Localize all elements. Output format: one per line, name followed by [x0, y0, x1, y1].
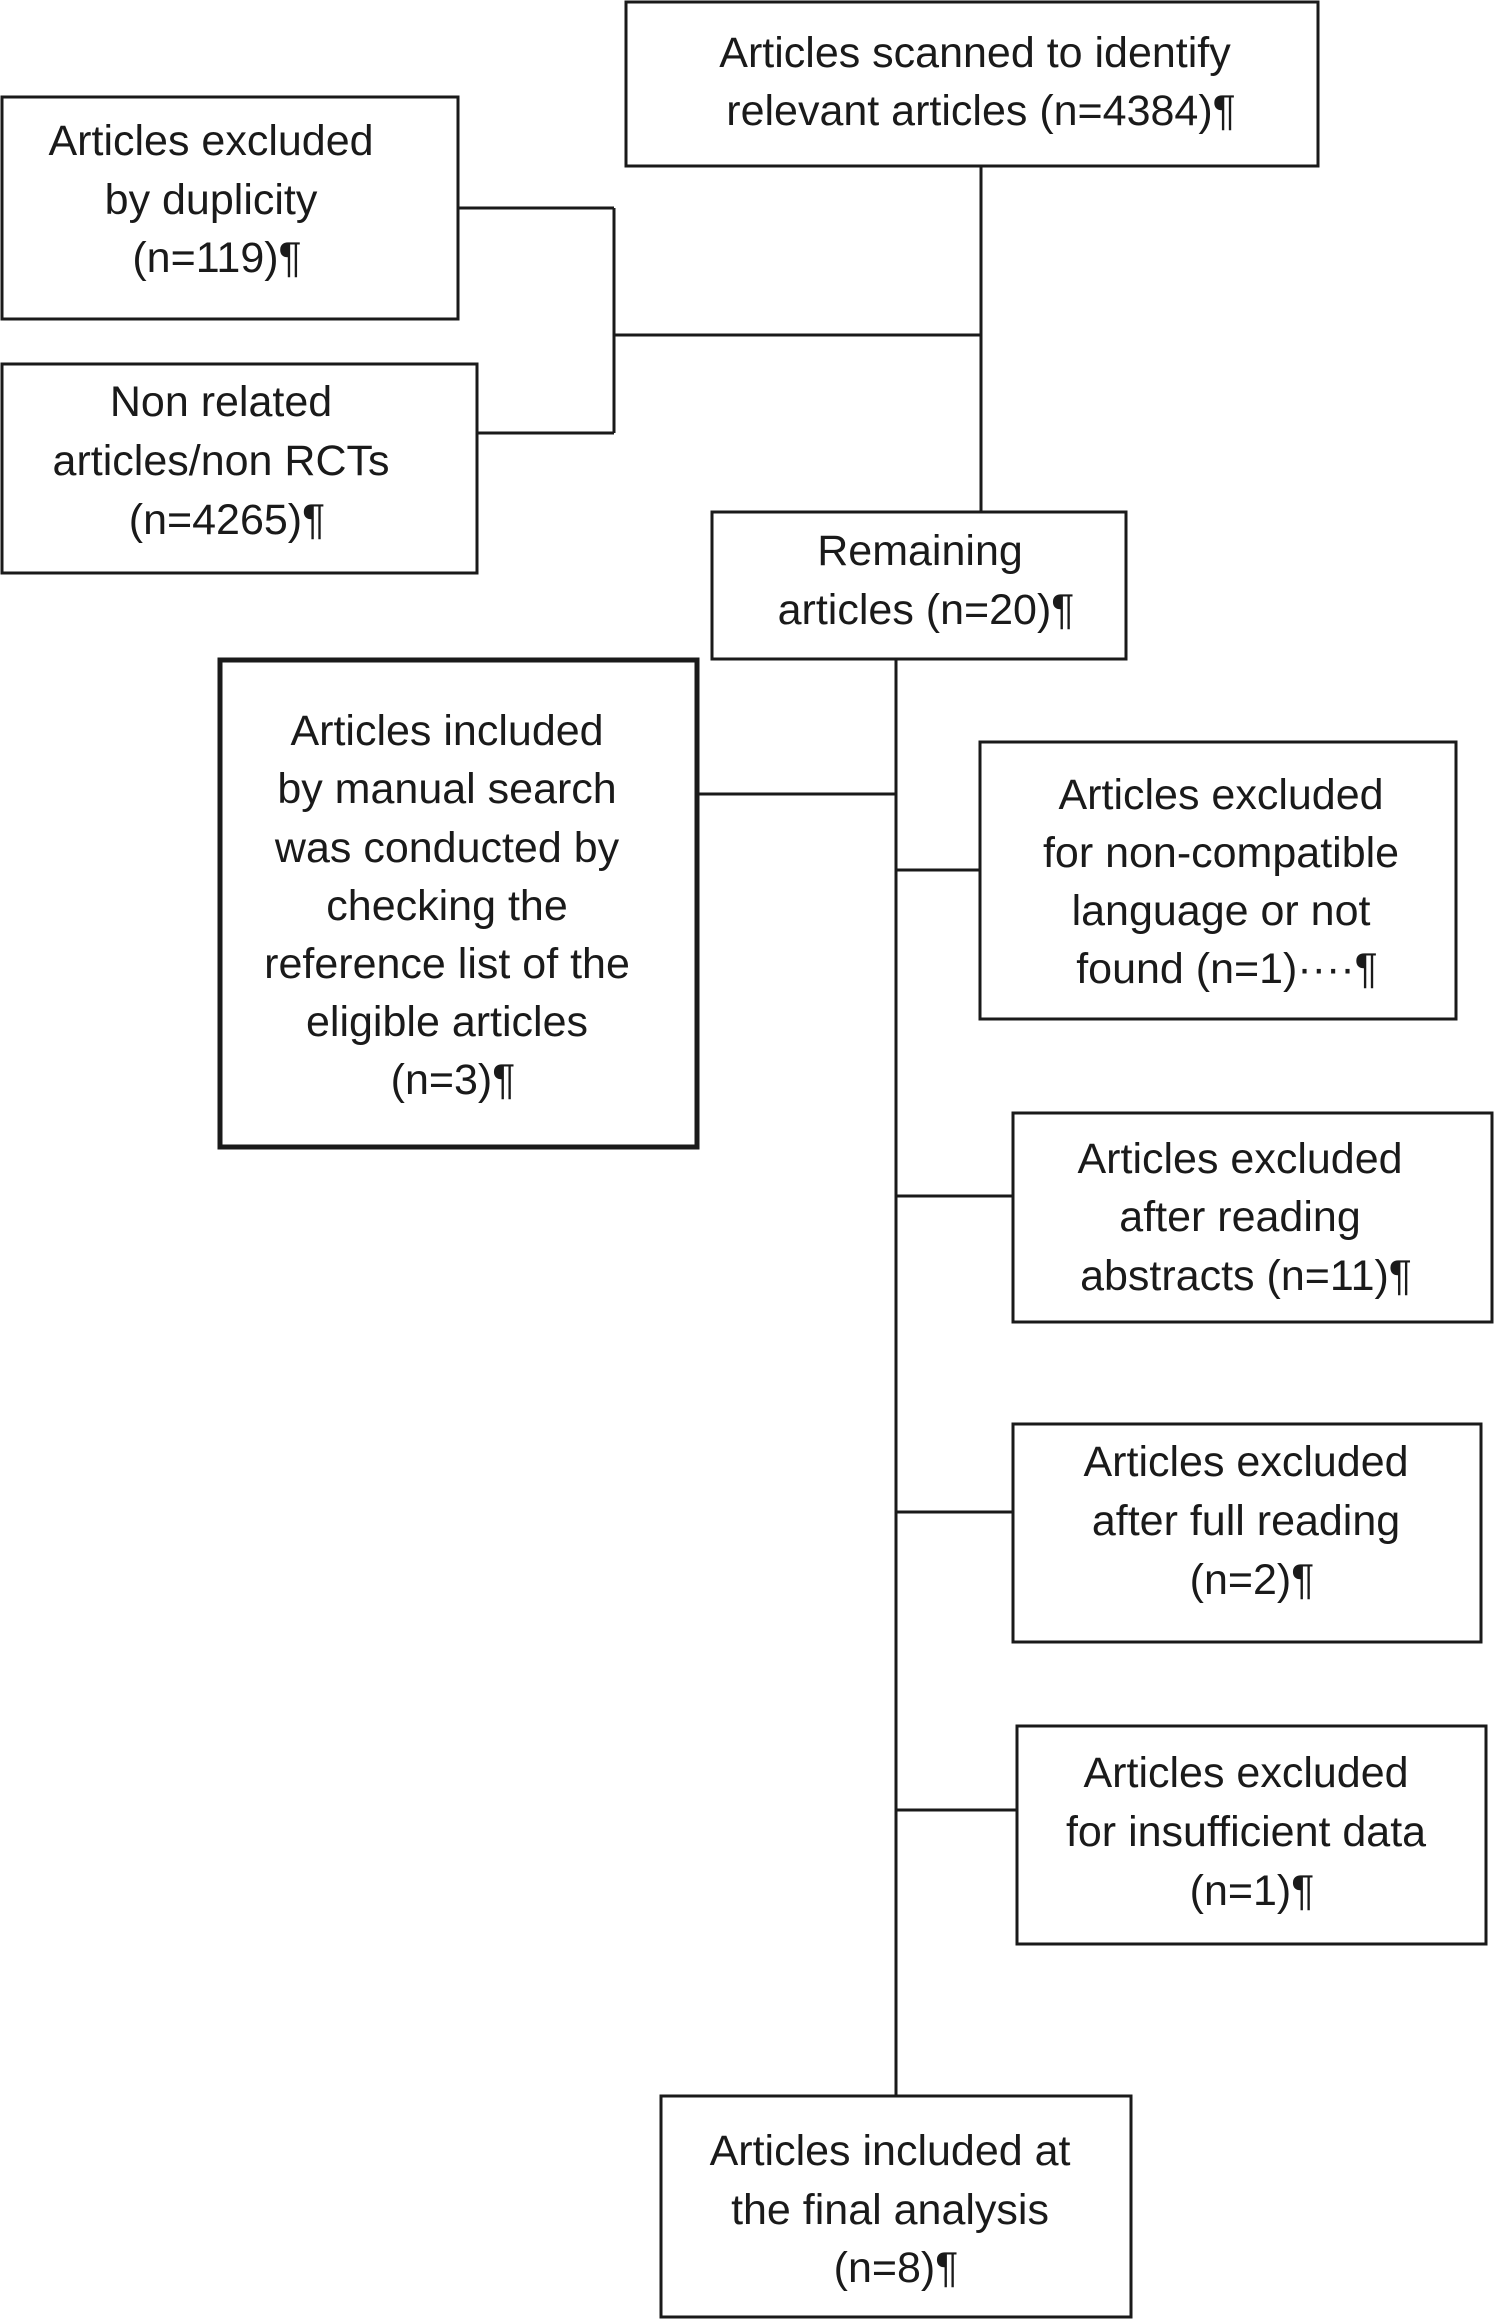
box-excluded-non-compatible-text: Articles excluded for non-compatible lan…: [1043, 771, 1411, 993]
box-excluded-full-reading: Articles excluded after full reading (n=…: [1011, 1422, 1483, 1644]
box-excluded-abstracts-line-3: abstracts (n=11)¶: [1080, 1252, 1412, 1300]
box-remaining-articles: Remaining articles (n=20)¶: [710, 510, 1128, 661]
box-non-related-text: Non related articles/non RCTs (n=4265)¶: [53, 378, 402, 544]
box-remaining-articles-text: Remaining articles (n=20)¶: [778, 527, 1075, 634]
box-excluded-full-reading-line-1: Articles excluded: [1084, 1438, 1409, 1486]
box-excluded-abstracts-frame: [1011, 1111, 1494, 1324]
box-excluded-full-reading-line-3: (n=2)¶: [1190, 1556, 1315, 1604]
box-final-analysis: Articles included at the final analysis …: [659, 2094, 1133, 2319]
box-articles-scanned-text: Articles scanned to identify relevant ar…: [719, 29, 1242, 135]
box-manual-search-line-3: was conducted by: [274, 824, 620, 872]
box-excluded-abstracts-line-1: Articles excluded: [1078, 1135, 1403, 1183]
box-articles-scanned-line-2: relevant articles (n=4384)¶: [726, 87, 1236, 135]
box-remaining-articles-line-2: articles (n=20)¶: [778, 586, 1075, 634]
box-manual-search-line-6: eligible articles: [306, 998, 588, 1046]
box-excluded-duplicity-line-3: (n=119)¶: [132, 234, 301, 282]
box-excluded-duplicity-line-1: Articles excluded: [49, 117, 374, 165]
box-final-analysis-frame: [659, 2094, 1133, 2319]
box-manual-search-line-4: checking the: [326, 882, 567, 930]
box-manual-search-line-7: (n=3)¶: [391, 1056, 516, 1104]
box-manual-search: Articles included by manual search was c…: [217, 657, 700, 1150]
box-non-related-frame: [0, 362, 479, 575]
box-articles-scanned-frame: [624, 0, 1320, 168]
box-manual-search-line-2: by manual search: [277, 765, 616, 813]
box-excluded-duplicity-text: Articles excluded by duplicity (n=119)¶: [49, 117, 386, 282]
box-manual-search-line-1: Articles included: [290, 707, 603, 755]
box-final-analysis-line-2: the final analysis: [731, 2186, 1049, 2234]
box-excluded-insufficient-data-line-1: Articles excluded: [1084, 1749, 1409, 1797]
box-excluded-full-reading-line-2: after full reading: [1092, 1497, 1400, 1545]
box-excluded-non-compatible: Articles excluded for non-compatible lan…: [978, 740, 1458, 1021]
box-articles-scanned-line-1: Articles scanned to identify: [719, 29, 1231, 77]
box-final-analysis-text: Articles included at the final analysis …: [710, 2127, 1083, 2292]
box-excluded-abstracts: Articles excluded after reading abstract…: [1011, 1111, 1494, 1324]
box-manual-search-text: Articles included by manual search was c…: [264, 707, 642, 1104]
box-excluded-duplicity-line-2: by duplicity: [105, 176, 318, 224]
connectors: [458, 166, 1017, 2096]
box-manual-search-frame: [217, 657, 700, 1150]
box-excluded-insufficient-data-frame: [1015, 1724, 1488, 1946]
box-non-related-line-3: (n=4265)¶: [129, 496, 325, 544]
box-excluded-insufficient-data-line-2: for insufficient data: [1066, 1808, 1426, 1856]
box-excluded-abstracts-text: Articles excluded after reading abstract…: [1078, 1135, 1415, 1300]
box-non-related: Non related articles/non RCTs (n=4265)¶: [0, 362, 479, 575]
box-manual-search-line-5: reference list of the: [264, 940, 630, 988]
box-excluded-non-compatible-line-4: found (n=1)····¶: [1076, 945, 1378, 993]
box-excluded-duplicity-frame: [0, 95, 460, 321]
box-excluded-insufficient-data-line-3: (n=1)¶: [1190, 1867, 1315, 1915]
box-excluded-full-reading-frame: [1011, 1422, 1483, 1644]
box-articles-scanned: Articles scanned to identify relevant ar…: [624, 0, 1320, 168]
box-excluded-full-reading-text: Articles excluded after full reading (n=…: [1084, 1438, 1421, 1604]
box-non-related-line-1: Non related: [110, 378, 332, 426]
box-excluded-duplicity: Articles excluded by duplicity (n=119)¶: [0, 95, 460, 321]
box-excluded-abstracts-line-2: after reading: [1119, 1193, 1360, 1241]
box-excluded-non-compatible-line-2: for non-compatible: [1043, 829, 1399, 877]
box-remaining-articles-line-1: Remaining: [817, 527, 1023, 575]
box-final-analysis-line-3: (n=8)¶: [834, 2244, 959, 2292]
box-final-analysis-line-1: Articles included at: [710, 2127, 1071, 2175]
box-excluded-non-compatible-line-3: language or not: [1072, 887, 1371, 935]
box-non-related-line-2: articles/non RCTs: [53, 437, 390, 485]
box-excluded-non-compatible-line-1: Articles excluded: [1059, 771, 1384, 819]
box-excluded-non-compatible-frame: [978, 740, 1458, 1021]
box-remaining-articles-frame: [710, 510, 1128, 661]
box-excluded-insufficient-data-text: Articles excluded for insufficient data …: [1066, 1749, 1438, 1915]
box-excluded-insufficient-data: Articles excluded for insufficient data …: [1015, 1724, 1488, 1946]
